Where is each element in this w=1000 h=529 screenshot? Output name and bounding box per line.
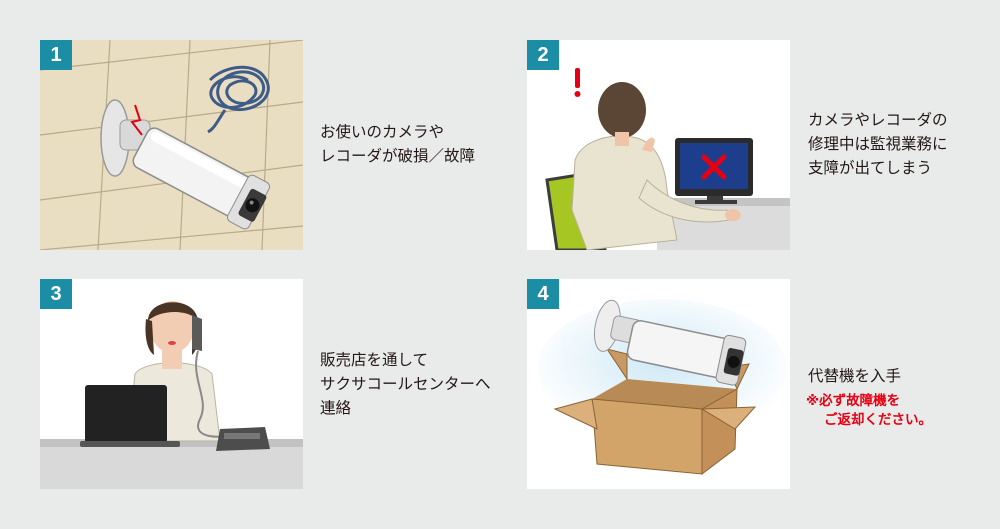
laptop-icon [80, 385, 180, 447]
phone-operator-icon [40, 301, 303, 489]
scribble-damage-icon [207, 65, 270, 134]
step-4-caption: 代替機を入手 [808, 367, 902, 385]
desk-phone-icon [216, 427, 270, 451]
step-4-badge: 4 [527, 279, 559, 309]
office-worker-icon [545, 68, 790, 250]
return-notice: ※必ず故障機を ご返却ください。 [806, 393, 932, 428]
replacement-camera-icon [593, 299, 747, 386]
step-1-badge: 1 [40, 40, 72, 70]
step-3-caption: 販売店を通して サクサコールセンターへ 連絡 [320, 351, 491, 417]
step-2-caption: カメラやレコーダの 修理中は監視業務に 支障が出てしまう [808, 111, 948, 177]
step-4-illustration: 4 [527, 279, 790, 489]
monitor-icon [675, 138, 753, 204]
step-3-illustration: 3 [40, 279, 303, 489]
step-1-caption: お使いのカメラや レコーダが破損／故障 [320, 123, 476, 165]
step-2-badge: 2 [527, 40, 559, 70]
step-2-illustration: 2 [527, 40, 790, 250]
exclamation-icon [574, 68, 581, 97]
cardboard-box-icon [553, 348, 757, 476]
step-1-illustration: 1 [40, 40, 303, 250]
broken-wire-icon [100, 99, 151, 177]
step-3-badge: 3 [40, 279, 72, 309]
error-x-icon [701, 154, 727, 180]
broken-camera-icon [40, 40, 303, 250]
